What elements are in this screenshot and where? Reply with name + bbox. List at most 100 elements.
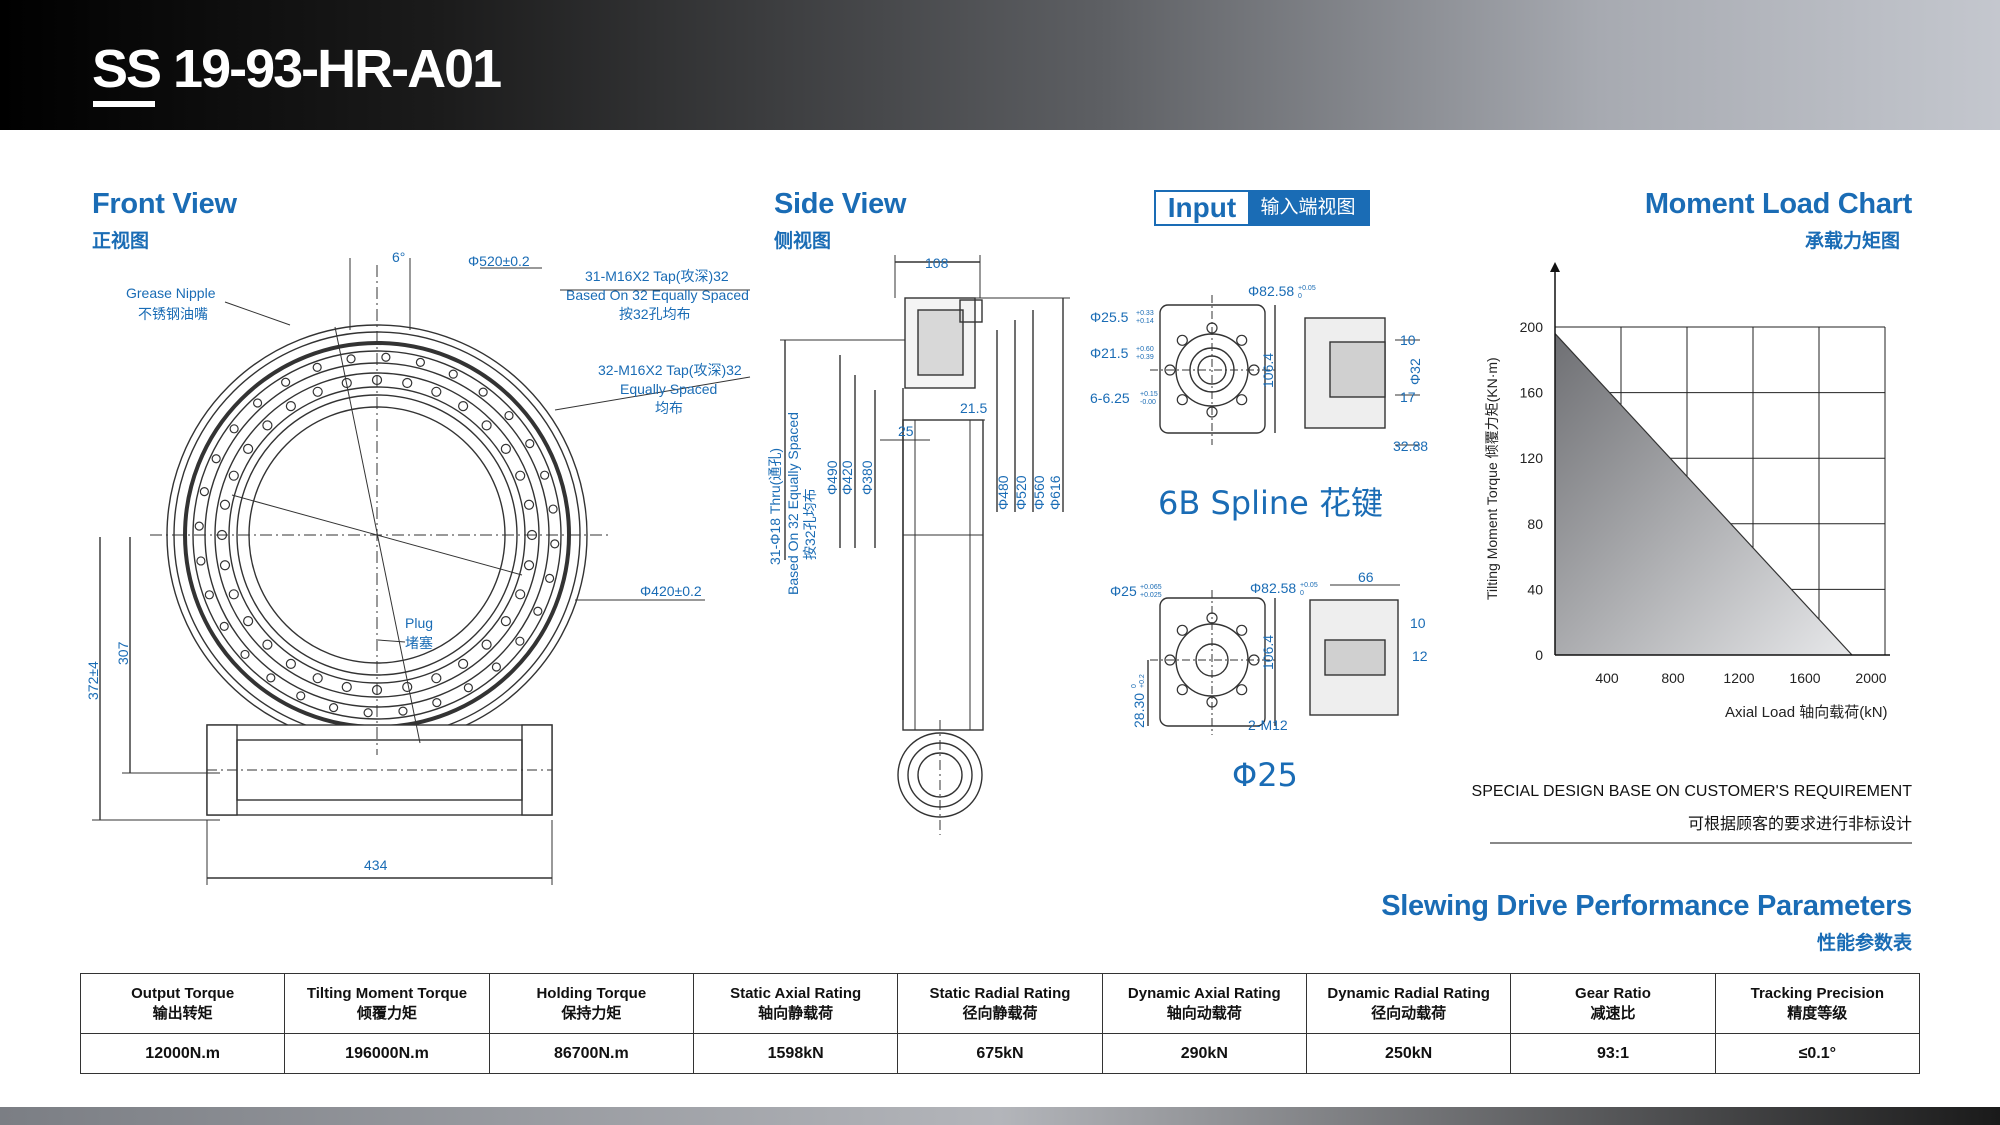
outer-bolt-hole [228, 589, 239, 600]
params-value-cell: 196000N.m [284, 1033, 490, 1074]
params-value-cell: 1598kN [692, 1033, 899, 1074]
inner-bolt-hole [219, 621, 229, 631]
d82-top-tol-bot: 0 [1298, 293, 1302, 300]
d10-bot-label: 10 [1410, 615, 1426, 631]
tap31-label-1: 31-M16X2 Tap(攻深)32 [585, 268, 729, 284]
outer-bolt-hole [262, 639, 273, 650]
outer-bolt-hole [458, 401, 469, 412]
outer-bolt-hole [431, 386, 442, 397]
h28-tol-top: +0.2 [1139, 674, 1146, 688]
chart-y-arrow [1550, 262, 1560, 272]
params-value-cell: ≤0.1° [1714, 1033, 1921, 1074]
outer-bolt-hole [458, 658, 469, 669]
inner-bolt-hole [252, 398, 263, 408]
d480-label: Φ480 [995, 475, 1011, 510]
footer-bar [0, 1107, 2000, 1125]
flange-bolt-hole [1176, 394, 1188, 406]
flange-bolt-hole [1236, 684, 1248, 696]
params-header-cn: 保持力矩 [561, 1004, 622, 1022]
chart-y-tick-label: 160 [1520, 385, 1544, 401]
chart-line-series [1554, 333, 1853, 656]
chart-y-tick-label: 120 [1520, 450, 1544, 466]
d32-label: Φ32 [1407, 358, 1423, 385]
inner-bolt-hole [381, 352, 391, 362]
d82-bot-tol-top: +0.05 [1300, 582, 1318, 589]
outer-bolt-hole [341, 681, 352, 693]
params-value-cell: 290kN [1101, 1033, 1307, 1074]
inner-bolt-hole [328, 703, 339, 713]
inner-bolt-hole [346, 354, 356, 364]
chart-x-label: Axial Load 轴向载荷(kN) [1725, 704, 1888, 721]
outer-bolt-hole [216, 529, 228, 541]
params-header-en: Gear Ratio [1575, 984, 1651, 1002]
outer-bolt-hole [285, 401, 296, 412]
title-underline [93, 101, 155, 107]
flange-bolt-hole [1248, 364, 1260, 376]
plug-label-cn: 堵塞 [405, 635, 433, 651]
flange-bolt-hole [1236, 624, 1248, 636]
params-title: Slewing Drive Performance Parameters [1381, 890, 1912, 922]
outer-bolt-hole [481, 639, 492, 650]
thru-hole-label-2: Based On 32 Equally Spaced [785, 412, 801, 595]
params-header-cn: 精度等级 [1787, 1004, 1848, 1022]
chart-y-tick-label: 0 [1535, 647, 1543, 663]
header-bar: SS 19-93-HR-A01 [0, 0, 2000, 130]
flange-bolt-hole [1176, 624, 1188, 636]
inner-bolt-hole [296, 691, 306, 701]
width-434-label: 434 [364, 857, 388, 873]
params-header-cn: 减速比 [1590, 1004, 1636, 1022]
params-header-en: Static Axial Rating [730, 984, 862, 1002]
inner-bolt-hole [448, 369, 458, 379]
flange-bolt-hole [1176, 334, 1188, 346]
d420-label: Φ420±0.2 [640, 583, 702, 599]
outer-bolt-hole [500, 616, 511, 627]
inner-bolt-hole [548, 504, 558, 514]
flange-bolt-hole [1236, 334, 1248, 346]
front-view-subtitle: 正视图 [92, 231, 150, 252]
h28-tol-bot: 0 [1131, 684, 1138, 688]
chart-x-tick-label: 1200 [1723, 670, 1754, 686]
flange-bolt-hole [1164, 364, 1176, 376]
params-header-en: Dynamic Radial Rating [1327, 984, 1490, 1002]
params-header-en: Tracking Precision [1750, 984, 1884, 1002]
input-view-title-cn: 输入端视图 [1248, 192, 1368, 224]
d490-label: Φ490 [824, 460, 840, 495]
params-subtitle: 性能参数表 [1816, 933, 1912, 954]
flange-bolt-hole [1206, 406, 1218, 418]
outer-bolt-hole [402, 377, 413, 389]
d380-label: Φ380 [859, 460, 875, 495]
inner-bolt-hole [525, 439, 535, 449]
chart-x-tick-label: 1600 [1789, 670, 1820, 686]
h106-4-bot-label: 106.4 [1260, 635, 1276, 670]
flange-bolt-hole [1248, 654, 1260, 666]
special-design-note: SPECIAL DESIGN BASE ON CUSTOMER'S REQUIR… [1471, 783, 1912, 800]
d25-bot-tol-top: +0.065 [1140, 584, 1162, 591]
inner-bolt-hole [515, 636, 525, 646]
outer-bolt-hole [341, 377, 352, 389]
d82-58-top-label: Φ82.58 [1248, 283, 1294, 299]
inner-bolt-hole [540, 470, 550, 480]
params-header-en: Dynamic Axial Rating [1127, 984, 1281, 1002]
moment-chart-title: Moment Load Chart [1644, 188, 1912, 220]
d82-bot-tol-bot: 0 [1300, 590, 1304, 597]
inner-bolt-hole [478, 387, 488, 397]
input-view-title-en: Input [1167, 192, 1237, 223]
flange-bolt-hole [1206, 612, 1218, 624]
d21-5-input-label: Φ21.5 [1090, 345, 1129, 361]
flange-bolt-hole [1164, 654, 1176, 666]
tap31-label-3: 按32孔均布 [619, 306, 691, 322]
d616-label: Φ616 [1047, 475, 1063, 510]
special-design-note-cn: 可根据顾客的要求进行非标设计 [1687, 816, 1912, 833]
d12-label: 12 [1412, 648, 1428, 664]
inner-bolt-hole [504, 410, 514, 421]
inner-bolt-hole [415, 357, 426, 367]
outer-bolt-hole [523, 560, 535, 571]
outer-bolt-hole [402, 681, 413, 693]
inner-bolt-hole [211, 454, 221, 464]
